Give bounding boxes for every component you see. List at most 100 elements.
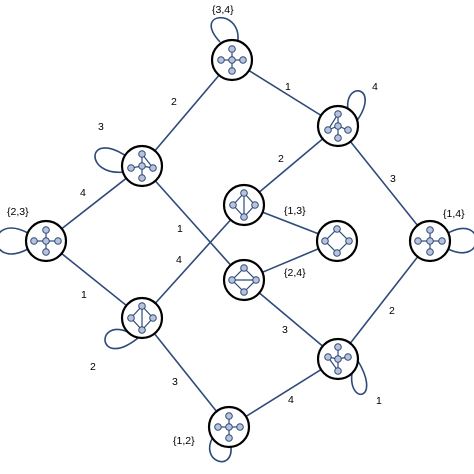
motif-vertex [42, 237, 50, 245]
state-node-n14 [408, 219, 452, 263]
motif-vertex [42, 248, 50, 256]
edge-label-bottom-right: 4 [288, 394, 294, 406]
node-label-1-2: {1,2} [173, 435, 195, 447]
motif-vertex [228, 45, 236, 53]
node-label-3-4: {3,4} [212, 4, 234, 16]
motif-vertex [333, 225, 341, 233]
state-node-n24 [222, 258, 266, 302]
motif-vertex [225, 412, 233, 420]
motif-vertex [334, 367, 342, 375]
self-loop-nE [350, 360, 368, 396]
self-loop-n14 [447, 227, 474, 254]
motif-vertex [344, 353, 352, 361]
motif-vertex [239, 56, 247, 64]
loop-label-lower-right: 1 [376, 395, 382, 407]
motif-vertex [334, 110, 342, 118]
node-label-2-3: {2,3} [7, 206, 29, 218]
motif-vertex [334, 134, 342, 142]
motif-vertex [321, 237, 329, 245]
motif-vertex [228, 276, 236, 284]
motif-vertex [251, 201, 259, 209]
self-loop-n23 [0, 227, 29, 255]
edge-label-top-left: 2 [171, 96, 177, 108]
motif-vertex [225, 423, 233, 431]
state-node-nB [120, 144, 164, 188]
self-loop-nA [347, 90, 366, 123]
edge-nC-n12 [141, 317, 230, 428]
motif-vertex [225, 434, 233, 442]
edge-label-upper-left-inner: 1 [177, 223, 183, 235]
edge-label-upper-right-inner: 2 [278, 153, 284, 165]
motif-vertex [252, 276, 260, 284]
edge-nC-nD [141, 204, 245, 319]
self-loop-nC [104, 328, 139, 350]
motif-vertex [240, 264, 248, 272]
motif-vertex [127, 164, 135, 172]
self-loop-n34 [210, 16, 239, 43]
state-node-n13 [315, 219, 359, 263]
loop-label-lower-left: 2 [90, 361, 96, 373]
motif-vertex [30, 237, 38, 245]
self-loops-layer [0, 16, 474, 463]
motif-vertex [149, 314, 157, 322]
node-label-1-4: {1,4} [443, 208, 465, 220]
state-node-nE [316, 337, 360, 381]
motif-vertex [138, 302, 146, 310]
state-node-nA [316, 104, 360, 148]
motif-vertex [236, 423, 244, 431]
self-loop-n12 [208, 436, 232, 463]
motif-vertex [138, 174, 146, 182]
edge-nA-n14 [337, 125, 431, 242]
motif-vertex [426, 248, 434, 256]
node-label-1-3: {1,3} [284, 205, 306, 217]
node-label-2-4: {2,4} [284, 267, 306, 279]
motif-vertex [414, 237, 422, 245]
motif-vertex [228, 67, 236, 75]
motif-vertex [240, 288, 248, 296]
motif-vertex [426, 226, 434, 234]
edge-label-lower-right-outer: 2 [389, 305, 395, 317]
motif-vertex [54, 237, 62, 245]
edge-nB-n24 [141, 165, 245, 281]
motif-vertex [334, 355, 342, 363]
loop-label-upper-right: 4 [372, 81, 378, 93]
node-circle [315, 219, 359, 263]
motif-vertex [438, 237, 446, 245]
motif-vertex [240, 189, 248, 197]
motif-vertex [344, 126, 352, 134]
motif-vertex [138, 150, 146, 158]
motif-vertex [240, 213, 248, 221]
nodes-layer [24, 38, 452, 449]
motif-vertex [138, 326, 146, 334]
state-node-n34 [210, 38, 254, 82]
edge-label-top-right: 1 [285, 81, 291, 93]
motif-vertex [426, 237, 434, 245]
motif-vertex [229, 201, 237, 209]
motif-vertex [324, 126, 332, 134]
state-node-n23 [24, 219, 68, 263]
motif-vertex [42, 226, 50, 234]
motif-vertex [149, 164, 157, 172]
motif-vertex [138, 162, 146, 170]
edge-n34-nB [141, 59, 233, 167]
edge-label-lower-right-inner: 3 [282, 324, 288, 336]
loop-label-upper-left: 3 [98, 121, 104, 133]
motif-vertex [324, 353, 332, 361]
labels-layer: {3,4} {2,3} {1,3} {2,4} {1,4} {1,2} 2 1 … [7, 4, 465, 447]
motif-vertex [333, 249, 341, 257]
motif-vertex [127, 314, 135, 322]
motif-vertex [217, 56, 225, 64]
state-node-n12 [207, 405, 251, 449]
motif-vertex [345, 237, 353, 245]
motif-vertex [214, 423, 222, 431]
edge-label-lower-left-inner: 4 [176, 254, 182, 266]
motif-vertex [228, 56, 236, 64]
motif-vertex [334, 122, 342, 130]
edge-label-lower-left-bottom: 3 [172, 376, 178, 388]
edge-label-upper-right-outer: 3 [390, 173, 396, 185]
state-node-nD [222, 183, 266, 227]
edges-layer [45, 59, 431, 428]
state-node-nC [120, 296, 164, 340]
self-loop-nB [94, 147, 127, 173]
